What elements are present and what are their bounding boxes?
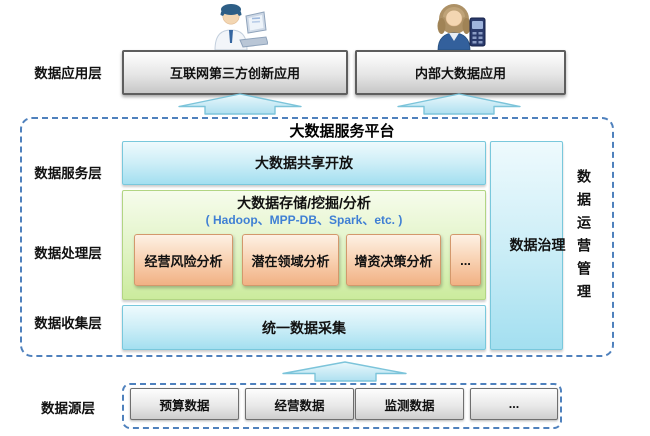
data-sharing-box: 大数据共享开放 (122, 141, 486, 185)
up-arrow-icon (282, 361, 407, 382)
processing-box-subtitle: ( Hadoop、MPP-DB、Spark、etc. ) (205, 213, 403, 227)
platform-title: 大数据服务平台 (289, 123, 395, 140)
unified-data-collection-box: 统一数据采集 (122, 305, 486, 350)
module-more: ... (450, 234, 481, 286)
data-governance-label: 数据治理 (509, 237, 566, 254)
operation-management-label: 数据运营管理 (576, 169, 592, 307)
label-collection-layer: 数据收集层 (34, 316, 102, 331)
internal-bigdata-app-box: 内部大数据应用 (355, 50, 566, 95)
data-source-container: 预算数据 经营数据 监测数据 ... (122, 383, 562, 429)
label-processing-layer: 数据处理层 (34, 246, 102, 261)
module-business-risk-analysis: 经营风险分析 (134, 234, 233, 286)
budget-data-box: 预算数据 (130, 388, 239, 420)
label-source-layer: 数据源层 (41, 401, 95, 416)
user-device-icon (437, 4, 486, 50)
internet-third-party-app-box: 互联网第三方创新应用 (122, 50, 348, 95)
platform-container: 大数据服务平台 数据服务层 数据处理层 数据收集层 大数据共享开放 大数据存储/… (20, 117, 614, 357)
user-laptop-icon (214, 4, 268, 50)
monitoring-data-box: 监测数据 (355, 388, 464, 420)
module-potential-area-analysis: 潜在领域分析 (242, 234, 339, 286)
processing-box-title: 大数据存储/挖掘/分析 (237, 195, 371, 211)
up-arrow-icon (178, 93, 302, 115)
module-capital-decision-analysis: 增资决策分析 (346, 234, 441, 286)
up-arrow-icon (397, 93, 521, 115)
data-governance-box: 数据治理 (490, 141, 566, 350)
more-data-box: ... (470, 388, 558, 420)
label-service-layer: 数据服务层 (34, 166, 102, 181)
storage-mining-analysis-box: 大数据存储/挖掘/分析 ( Hadoop、MPP-DB、Spark、etc. )… (122, 190, 486, 300)
operating-data-box: 经营数据 (245, 388, 354, 420)
label-application-layer: 数据应用层 (34, 66, 102, 81)
